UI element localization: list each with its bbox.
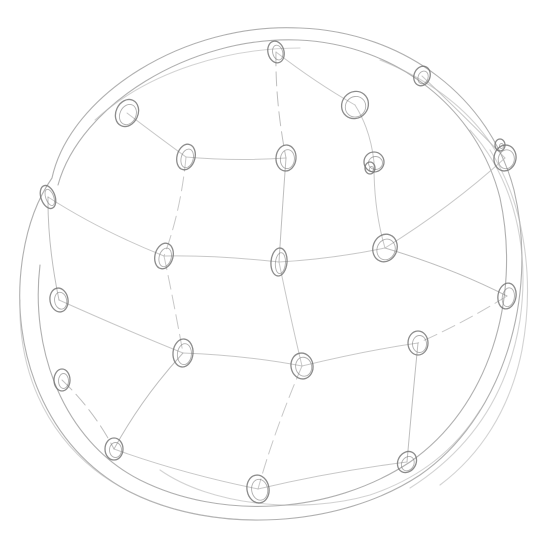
connector-line (302, 343, 418, 366)
connector-line (164, 157, 186, 256)
connector-line (186, 157, 286, 160)
connector-line (407, 343, 418, 462)
connector-line (258, 366, 302, 489)
connector-line (276, 52, 286, 158)
connector-line (164, 256, 183, 353)
rim-stroke (160, 410, 480, 505)
connector-line (48, 197, 59, 300)
connector-line (258, 462, 407, 489)
network-connectors (48, 52, 507, 489)
connector-line (183, 353, 302, 366)
rim-stroke (20, 300, 260, 520)
connector-line (114, 353, 183, 449)
connector-line (385, 248, 507, 296)
connector-line (279, 262, 302, 366)
node-inner-loop (116, 102, 139, 128)
connector-line (422, 76, 505, 158)
connector-line (114, 449, 258, 489)
rim-stroke (440, 150, 527, 485)
connector-line (59, 300, 183, 353)
connector-line (164, 256, 279, 262)
connector-line (48, 197, 164, 256)
node-inner-loop (43, 188, 56, 207)
node-inner-loop (157, 247, 174, 268)
connector-line (279, 158, 286, 262)
node-inner-loop (179, 148, 196, 169)
rim-stroke (380, 60, 495, 150)
connector-line (279, 248, 385, 262)
network-nodes (37, 39, 518, 504)
connector-line (418, 296, 507, 343)
connector-line (385, 158, 505, 248)
rim-stroke (38, 40, 506, 507)
connector-line (276, 52, 355, 105)
rim-stroke (95, 48, 300, 120)
